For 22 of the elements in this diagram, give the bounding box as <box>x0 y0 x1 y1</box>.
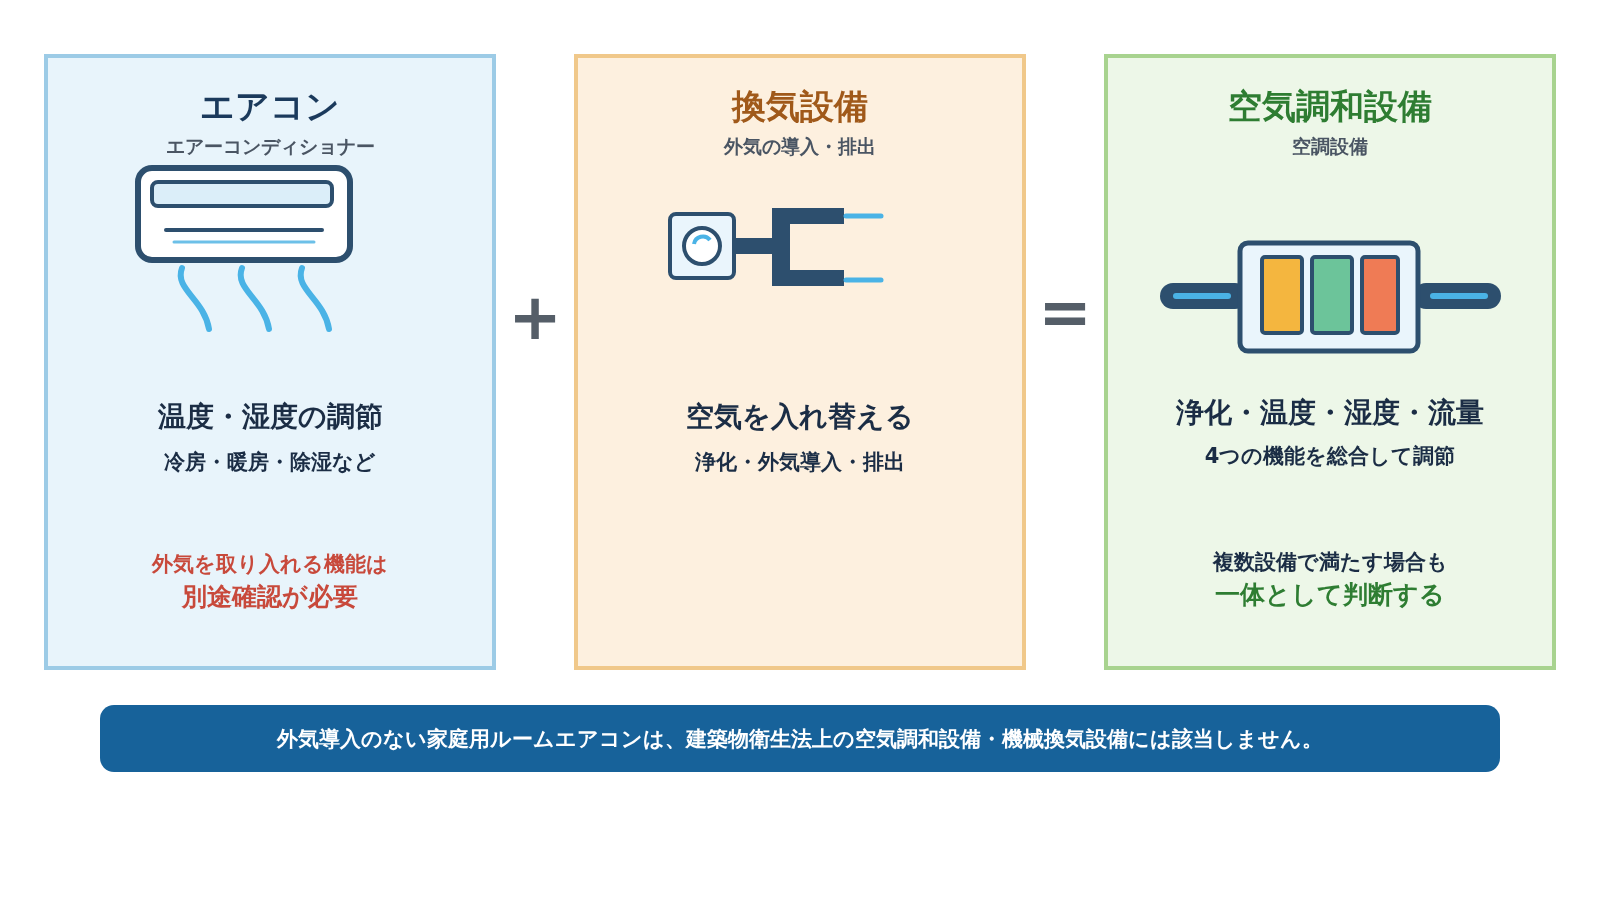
function-detail: 4つの機能を総合して調節 <box>1203 443 1457 470</box>
note-emphasis: 一体として判断する <box>1214 579 1446 611</box>
note-text: 外気を取り入れる機能は <box>150 551 389 578</box>
function-detail: 浄化・外気導入・排出 <box>694 449 906 476</box>
panel-subtitle: エアーコンディショナー <box>164 134 376 159</box>
plus-sign: + <box>507 280 563 354</box>
panel-title: エアコン <box>199 85 341 128</box>
air-conditioner-panel <box>44 54 496 670</box>
panel-title: 換気設備 <box>730 85 869 128</box>
note-banner: 外気導入のない家庭用ルームエアコンは、建築物衛生法上の空気調和設備・機械換気設備には該当しません。 <box>100 705 1500 772</box>
function-heading: 温度・湿度の調節 <box>156 399 384 435</box>
function-detail: 冷房・暖房・除湿など <box>163 449 377 476</box>
air-conditioning-system-panel <box>1104 54 1556 670</box>
panel-title: 空気調和設備 <box>1227 85 1433 128</box>
equals-sign: = <box>1037 275 1093 349</box>
note-text: 複数設備で満たす場合も <box>1211 549 1449 576</box>
ventilation-panel <box>574 54 1026 670</box>
panel-subtitle: 空調設備 <box>1291 134 1369 159</box>
function-heading: 空気を入れ替える <box>685 399 915 435</box>
panel-subtitle: 外気の導入・排出 <box>722 134 877 159</box>
function-heading: 浄化・温度・湿度・流量 <box>1175 395 1485 431</box>
note-emphasis: 別途確認が必要 <box>180 581 359 613</box>
